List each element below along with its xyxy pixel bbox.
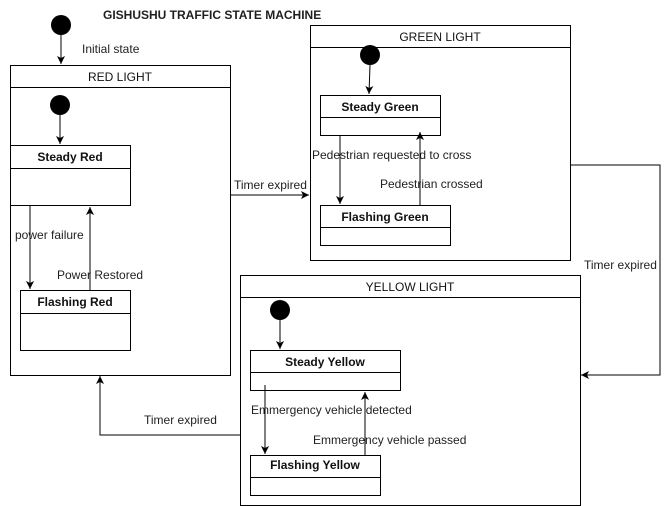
pedestrian-crossed-label: Pedestrian crossed (380, 177, 483, 191)
yellow-initial-node (270, 300, 290, 320)
steady-yellow-box (250, 350, 401, 391)
flashing-yellow-box (250, 455, 381, 496)
yellow-light-title: YELLOW LIGHT (366, 280, 455, 294)
initial-state-node (51, 15, 71, 35)
flashing-green-label: Flashing Green (341, 210, 428, 224)
state-yellow-light: YELLOW LIGHT Steady Yellow Flashing Yell… (240, 275, 581, 506)
red-light-title: RED LIGHT (88, 70, 153, 84)
steady-red-label: Steady Red (37, 150, 102, 164)
green-initial-arrow (365, 64, 374, 95)
yellow-to-red-arrow (96, 376, 240, 436)
green-initial-node (360, 45, 380, 65)
steady-red-box (10, 145, 131, 206)
green-to-yellow-label: Timer expired (584, 258, 657, 272)
power-failure-label: power failure (15, 228, 84, 242)
emergency-passed-label: Emmergency vehicle passed (313, 433, 466, 447)
state-red-light: RED LIGHT Steady Red Flashing Red power … (10, 65, 231, 376)
pedestrian-request-label: Pedestrian requested to cross (312, 148, 471, 162)
flashing-yellow-label: Flashing Yellow (270, 458, 360, 472)
flashing-red-box (20, 290, 131, 351)
emergency-detected-label: Emmergency vehicle detected (251, 403, 412, 417)
yellow-to-red-label: Timer expired (144, 413, 217, 427)
steady-green-label: Steady Green (341, 100, 418, 114)
steady-yellow-label: Steady Yellow (285, 355, 365, 369)
state-green-light: GREEN LIGHT Steady Green Flashing Green … (310, 25, 571, 261)
red-initial-node (50, 95, 70, 115)
power-restored-label: Power Restored (57, 268, 143, 282)
flashing-green-box (320, 205, 451, 246)
green-to-yellow-arrow (571, 164, 661, 379)
steady-green-box (320, 95, 441, 136)
initial-state-label: Initial state (82, 42, 140, 56)
diagram-title: GISHUSHU TRAFFIC STATE MACHINE (103, 8, 321, 22)
green-light-title: GREEN LIGHT (399, 30, 481, 44)
flashing-red-label: Flashing Red (37, 295, 112, 309)
red-to-green-label: Timer expired (234, 178, 307, 192)
